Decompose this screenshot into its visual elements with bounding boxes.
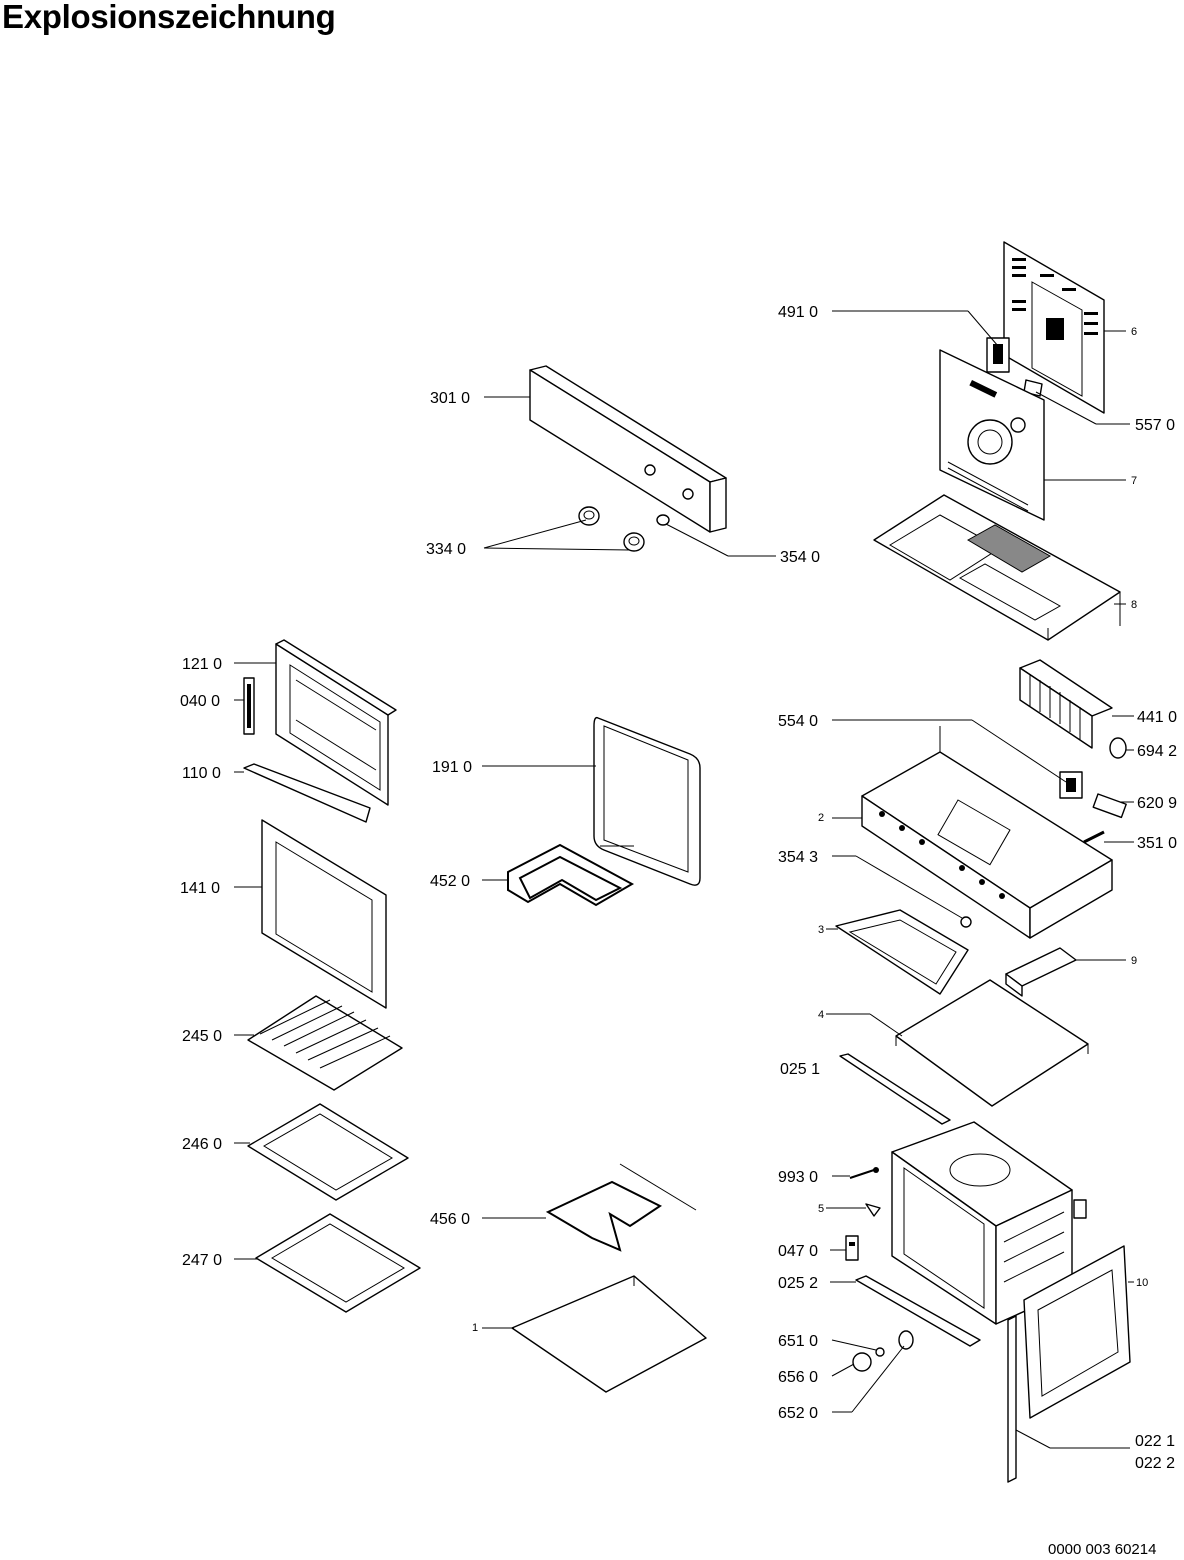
callout-247-0: 247 0 xyxy=(182,1252,222,1269)
callout-334-0: 334 0 xyxy=(426,541,466,558)
callout-5: 5 xyxy=(818,1203,824,1215)
part-back-panel xyxy=(1003,241,1105,414)
callout-040-0: 040 0 xyxy=(180,693,220,710)
page-title: Explosionszeichnung xyxy=(2,0,336,35)
callout-121-0: 121 0 xyxy=(182,656,222,673)
part-cover-9 xyxy=(1005,947,1077,997)
callout-025-2: 025 2 xyxy=(778,1275,818,1292)
part-fan-capacitor xyxy=(1109,737,1127,759)
leader-lines xyxy=(234,310,1134,1449)
callout-651-0: 651 0 xyxy=(778,1333,818,1350)
callout-491-0: 491 0 xyxy=(778,304,818,321)
part-top-element xyxy=(507,843,635,907)
callout-4: 4 xyxy=(818,1009,824,1021)
callout-456-0: 456 0 xyxy=(430,1211,470,1228)
part-door-handle xyxy=(243,763,371,823)
part-rail-0251 xyxy=(839,1053,951,1125)
part-relay xyxy=(986,337,1010,373)
callout-022-2: 022 2 xyxy=(1135,1455,1175,1472)
callout-656-0: 656 0 xyxy=(778,1369,818,1386)
callout-047-0: 047 0 xyxy=(778,1243,818,1260)
callout-441-0: 441 0 xyxy=(1137,709,1177,726)
callout-022-1: 022 1 xyxy=(1135,1433,1175,1450)
callout-354-3: 354 3 xyxy=(778,849,818,866)
part-control-panel xyxy=(529,365,727,533)
part-side-rail-022 xyxy=(1007,1315,1017,1483)
part-tray-4 xyxy=(895,979,1089,1107)
part-glass-pane xyxy=(261,819,387,1009)
callout-1: 1 xyxy=(472,1322,478,1334)
callout-3: 3 xyxy=(818,924,824,936)
part-knobs xyxy=(578,506,670,552)
part-fan-cover xyxy=(939,349,1045,521)
part-clip-5 xyxy=(865,1203,881,1217)
callout-7: 7 xyxy=(1131,475,1137,487)
callout-652-0: 652 0 xyxy=(778,1405,818,1422)
callout-620-9: 620 9 xyxy=(1137,795,1177,812)
part-baking-tray-2 xyxy=(255,1213,421,1313)
part-rod xyxy=(1083,830,1105,844)
part-base-frame xyxy=(861,726,1113,939)
callout-141-0: 141 0 xyxy=(180,880,220,897)
part-tangential-fan xyxy=(1019,659,1113,749)
part-bolt xyxy=(849,1167,879,1179)
callout-110-0: 110 0 xyxy=(182,765,221,782)
callout-354-0: 354 0 xyxy=(780,549,820,566)
callout-191-0: 191 0 xyxy=(432,759,472,776)
callout-301-0: 301 0 xyxy=(430,390,470,407)
callout-025-1: 025 1 xyxy=(780,1061,820,1078)
part-hinge xyxy=(243,677,255,735)
callout-557-0: 557 0 xyxy=(1135,417,1175,434)
part-bottom-plate xyxy=(511,1275,707,1393)
part-wire-shelf xyxy=(247,995,403,1091)
part-seal-gasket xyxy=(593,716,701,886)
callout-6: 6 xyxy=(1131,326,1137,338)
callout-554-0: 554 0 xyxy=(778,713,818,730)
part-rail-0252 xyxy=(855,1275,981,1347)
part-screw xyxy=(960,916,972,928)
part-baking-tray xyxy=(247,1103,409,1201)
part-lamp-parts xyxy=(852,1330,914,1372)
callout-351-0: 351 0 xyxy=(1137,835,1177,852)
callout-246-0: 246 0 xyxy=(182,1136,222,1153)
callout-452-0: 452 0 xyxy=(430,873,470,890)
callout-694-2: 694 2 xyxy=(1137,743,1177,760)
part-lamp-holder xyxy=(845,1235,859,1261)
callout-labels: 491 0 301 0 334 0 354 0 6 557 0 7 8 121 … xyxy=(180,304,1177,1472)
part-duct xyxy=(835,909,969,995)
part-side-panel-10 xyxy=(1023,1245,1131,1419)
part-top-sheet xyxy=(873,494,1121,641)
callout-245-0: 245 0 xyxy=(182,1028,222,1045)
part-small-thermostat xyxy=(1059,771,1083,799)
callout-10: 10 xyxy=(1136,1277,1148,1289)
callout-8: 8 xyxy=(1131,599,1137,611)
document-number: 0000 003 60214 xyxy=(1048,1541,1157,1558)
callout-2: 2 xyxy=(818,812,824,824)
part-selector-switch xyxy=(1092,793,1127,819)
part-door-frame xyxy=(275,639,397,806)
callout-9: 9 xyxy=(1131,955,1137,967)
callout-993-0: 993 0 xyxy=(778,1169,818,1186)
part-bottom-element xyxy=(545,1163,697,1252)
